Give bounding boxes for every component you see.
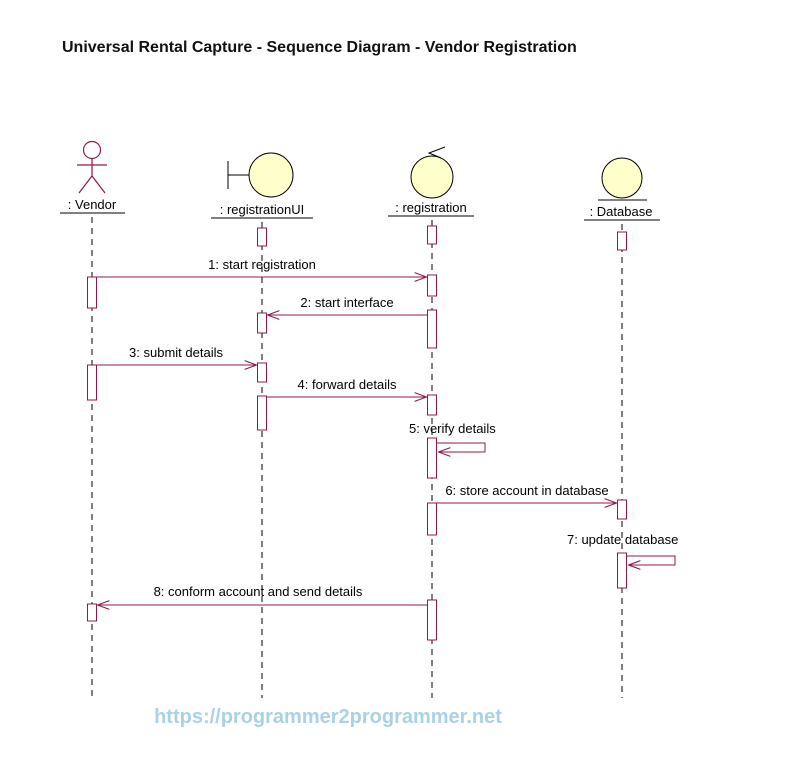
object-registrationui: : registrationUI	[211, 152, 313, 219]
object-database: : Database	[584, 157, 660, 221]
message-7-self: 7: update database	[567, 532, 678, 565]
message-label: 7: update database	[567, 532, 678, 547]
activation-bar	[427, 274, 437, 297]
activation-bar	[87, 603, 97, 622]
message-label: 8: conform account and send details	[154, 584, 363, 599]
message-label: 3: submit details	[129, 345, 223, 360]
activation-bar	[427, 599, 437, 641]
boundary-icon	[227, 152, 294, 198]
message-3: 3: submit details	[96, 345, 257, 365]
actor-legs	[78, 175, 106, 194]
activation-bar	[427, 309, 437, 349]
activation-bar	[257, 395, 267, 431]
object-label: : Vendor	[68, 197, 117, 212]
entity-icon	[598, 157, 647, 201]
actor-head	[82, 140, 102, 160]
message-5-self: 5: verify details	[409, 421, 496, 452]
activation-bar	[427, 502, 437, 536]
message-4: 4: forward details	[266, 377, 427, 397]
watermark-link: https://programmer2programmer.net	[154, 706, 502, 728]
activation-bar	[87, 364, 97, 401]
object-label: : registrationUI	[220, 202, 305, 217]
message-label: 6: store account in database	[445, 483, 608, 498]
activation-bar	[427, 437, 437, 479]
object-label: : Database	[590, 204, 653, 219]
message-2: 2: start interface	[268, 295, 428, 315]
activation-bar	[257, 227, 267, 247]
activation-bar	[257, 312, 267, 334]
control-icon	[410, 146, 454, 199]
message-label: 2: start interface	[300, 295, 393, 310]
activation-bar	[87, 276, 97, 309]
actor-stick-figure-icon	[77, 140, 107, 194]
message-line	[436, 442, 486, 452]
activation-bar	[617, 552, 627, 589]
diagram-title: Universal Rental Capture - Sequence Diag…	[62, 39, 577, 56]
activation-bar	[617, 499, 627, 520]
activation-bar	[427, 394, 437, 416]
activation-bar	[617, 231, 627, 251]
message-label: 5: verify details	[409, 421, 496, 436]
message-label: 4: forward details	[298, 377, 397, 392]
message-line	[626, 555, 676, 565]
object-registration: : registration	[388, 146, 474, 217]
boundary-circle	[248, 152, 294, 198]
control-circle	[410, 155, 454, 199]
object-vendor: : Vendor	[60, 140, 125, 214]
control-arrow	[427, 146, 446, 159]
message-1: 1: start registration	[96, 257, 427, 277]
object-label: : registration	[395, 200, 467, 215]
message-label: 1: start registration	[208, 257, 316, 272]
activation-bar	[427, 225, 437, 245]
entity-circle	[601, 157, 643, 199]
activation-bar	[257, 362, 267, 383]
message-6: 6: store account in database	[436, 483, 617, 503]
message-8: 8: conform account and send details	[98, 584, 428, 605]
